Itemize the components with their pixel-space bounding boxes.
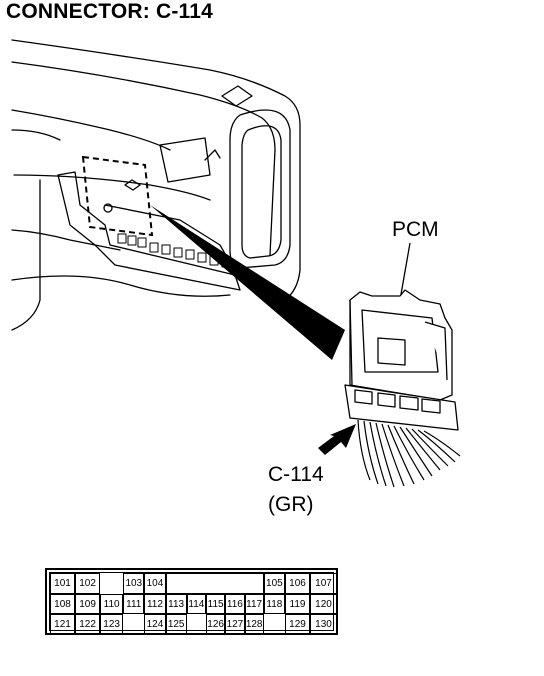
pin-cell: 107 [310,573,337,594]
pin-cell: 106 [284,573,311,594]
pin-cell: 103 [123,573,145,594]
pin-cell: 120 [310,593,337,614]
pin-number: 106 [289,578,306,590]
empty-cavity-block [165,573,264,594]
pin-cell: 105 [263,573,285,594]
pin-number: 111 [126,598,142,610]
pin-number: 103 [125,578,143,590]
pin-number: 127 [226,619,244,631]
pin-number: 105 [266,578,283,590]
pin-number: 122 [79,619,96,631]
pin-cell: 110 [100,593,124,614]
pin-number: 121 [54,619,71,631]
pin-cell: 113 [165,593,187,614]
pin-cell: 115 [206,593,226,614]
connector-id-label: C-114 [268,463,324,486]
pin-number: 114 [188,598,205,610]
pin-number: 123 [103,619,120,631]
pin-number: 125 [167,619,185,631]
page-title: CONNECTOR: C-114 [6,0,214,23]
pin-number: 110 [103,598,120,610]
pin-number: 113 [168,598,185,610]
pin-number: 129 [289,619,306,631]
pin-number: 117 [246,598,263,610]
pin-number: 119 [289,598,306,610]
pin-cell: 101 [50,573,76,594]
pin-number: 130 [315,619,332,631]
pin-cell: 129 [284,614,311,635]
pin-cell: 128 [244,614,264,635]
pin-number: 108 [54,598,71,610]
pin-cell: 102 [75,573,101,594]
pin-cell: 109 [75,593,101,614]
pin-number: 116 [226,598,243,610]
pin-cell: 124 [144,614,166,635]
pin-cell: 119 [284,593,311,614]
pin-number: 112 [146,598,163,610]
connector-location-illustration [11,39,461,488]
pin-cell: 127 [225,614,245,635]
pin-cell: 117 [244,593,264,614]
pin-number: 102 [79,578,96,590]
pin-number: 120 [315,598,332,610]
pin-cell: 125 [165,614,187,635]
pin-cell: 116 [225,593,245,614]
pin-cell: 122 [75,614,101,635]
pin-cell: 114 [186,593,206,614]
pin-cell: 123 [100,614,124,635]
pcm-label: PCM [392,218,439,241]
pin-cell: 108 [50,593,76,614]
pin-cell: 130 [310,614,337,635]
pin-cell: 126 [206,614,226,635]
pin-number: 115 [207,598,224,610]
pin-number: 107 [315,578,332,590]
pin-cell: 104 [144,573,166,594]
pin-cell: 121 [50,614,76,635]
pin-number: 118 [266,598,283,610]
connector-color-label: (GR) [268,493,314,516]
pin-cell: 111 [123,593,145,614]
pin-number: 126 [207,619,224,631]
pin-number: 109 [79,598,96,610]
pin-number: 128 [245,619,263,631]
pin-number: 104 [146,578,164,590]
pin-cell: 118 [263,593,285,614]
pin-number: 101 [54,578,71,590]
pin-cell: 112 [144,593,166,614]
pin-number: 124 [146,619,164,631]
